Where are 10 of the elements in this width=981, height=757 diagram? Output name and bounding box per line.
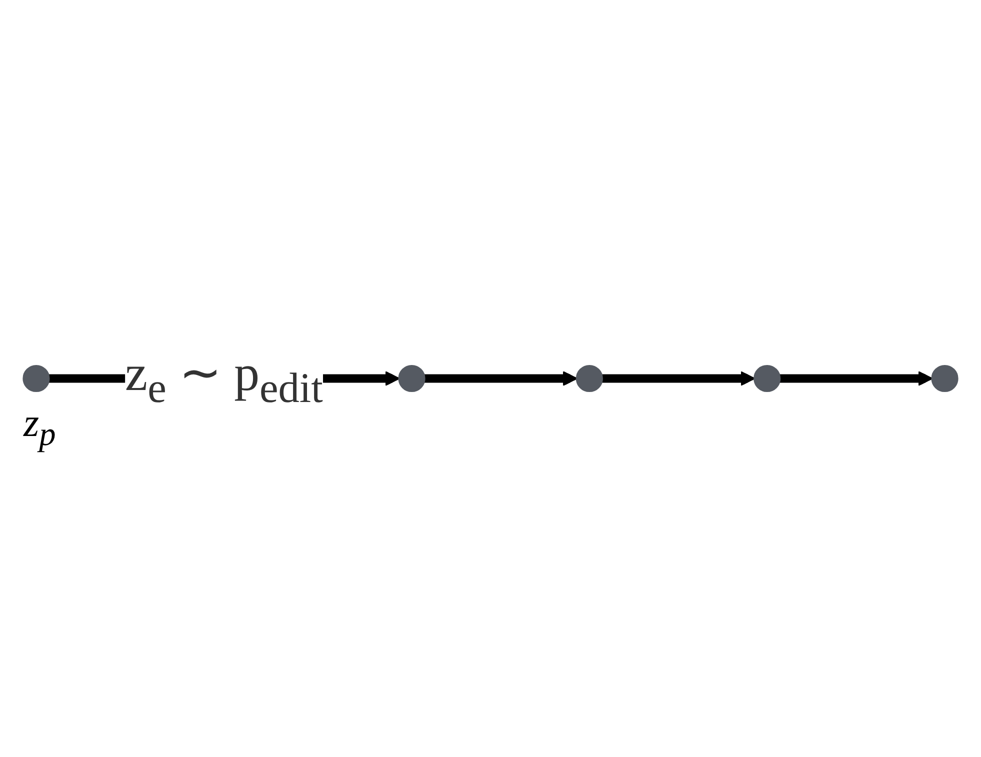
node-circle <box>22 364 50 392</box>
node-circle <box>931 364 958 392</box>
arrow <box>780 371 933 386</box>
arrow <box>602 371 756 386</box>
node-circle <box>754 364 781 392</box>
node-caption: z$_{p}$ <box>24 399 56 454</box>
edge-label: z$_{e}$ ∼ p$_{edit}$ <box>125 346 323 412</box>
node-circle <box>576 364 603 392</box>
node-circle <box>398 364 426 392</box>
arrow <box>424 371 578 386</box>
